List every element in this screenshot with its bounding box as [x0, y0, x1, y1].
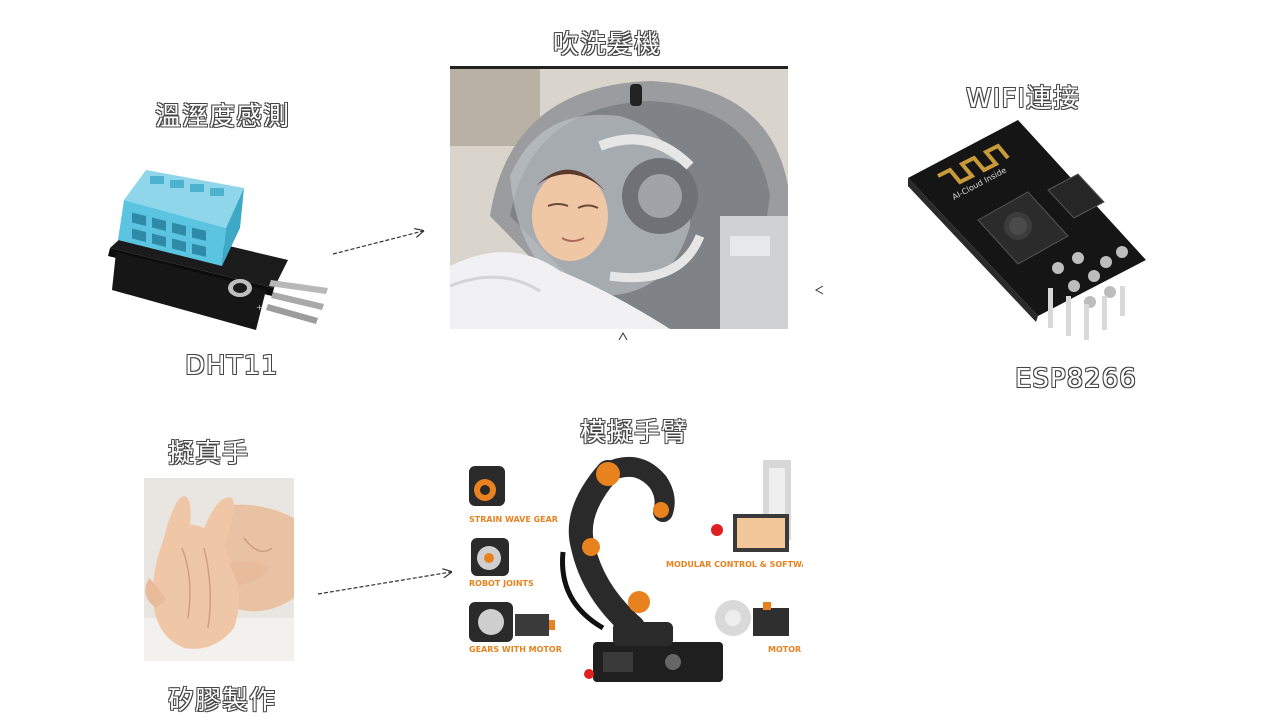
- esp8266-module-image: AI-Cloud Inside: [908, 120, 1148, 345]
- modular-control-icon: [711, 460, 791, 552]
- sensor-model-label: DHT11: [185, 351, 279, 381]
- prosthetic-hand-photo: [144, 478, 294, 661]
- motor-icon: [715, 600, 789, 636]
- robot-joints-icon: [471, 538, 509, 576]
- wifi-model-label: ESP8266: [1015, 364, 1137, 394]
- svg-text:+ -: + -: [256, 303, 268, 312]
- arrow-hand-to-arm: [317, 572, 451, 595]
- robot-arm-body: [560, 456, 723, 682]
- robot-arm-image: STRAIN WAVE GEAR ROBOT JOINTS GEARS WITH…: [463, 452, 803, 697]
- caption-robot-joints: ROBOT JOINTS: [469, 579, 534, 588]
- arrow-sensor-to-washer: [332, 231, 423, 255]
- strain-wave-gear-icon: [469, 466, 505, 506]
- arrow-wifi-to-washer: [814, 285, 824, 295]
- silicone-label: 矽膠製作: [168, 686, 277, 716]
- prosthetic-hand-title: 擬真手: [168, 439, 250, 469]
- caption-strain-wave-gear: STRAIN WAVE GEAR: [469, 515, 558, 524]
- caption-modular-control: MODULAR CONTROL & SOFTWARE: [666, 560, 803, 569]
- robot-arm-title: 模擬手臂: [580, 418, 689, 448]
- wifi-title: WIFI連接: [966, 84, 1080, 114]
- caption-gears-with-motor: GEARS WITH MOTOR: [469, 645, 562, 654]
- dht11-sensor-image: + -: [106, 170, 332, 335]
- caption-motor: MOTOR: [768, 645, 801, 654]
- arrow-arm-to-washer: [618, 331, 628, 341]
- temp-humidity-title: 溫溼度感測: [155, 102, 291, 132]
- hair-washer-title: 吹洗髮機: [553, 30, 662, 60]
- hair-washer-photo: [450, 66, 788, 329]
- gears-with-motor-icon: [469, 602, 555, 642]
